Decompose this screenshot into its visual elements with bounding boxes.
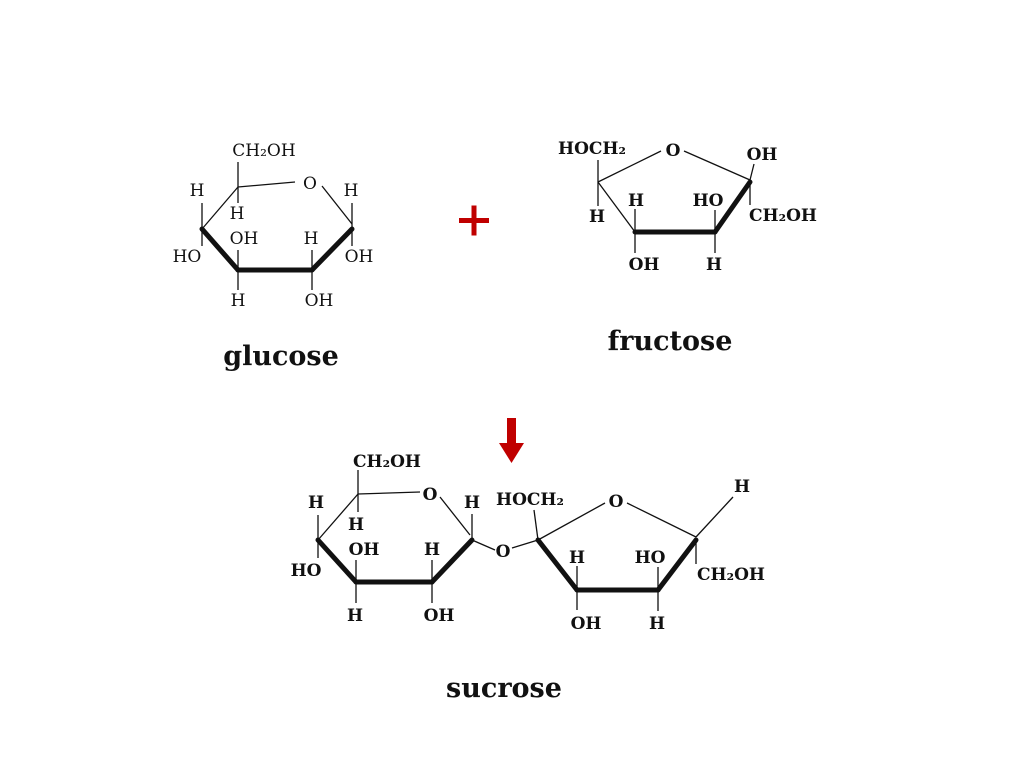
glucose-ring-oxygen-label: O: [303, 174, 317, 194]
fructose-structure: HOCH₂ O OH H H HO CH₂OH OH H fructose: [558, 139, 817, 357]
fructose-h-c3-label: H: [706, 255, 722, 275]
sucrose-glc-h-c1-label: H: [464, 493, 480, 513]
fructose-oh-c2-label: OH: [747, 145, 778, 165]
fructose-ch2oh-label: CH₂OH: [749, 206, 817, 226]
sucrose-fru-ch2oh-label: CH₂OH: [697, 565, 765, 585]
glucose-h-c3-label: H: [231, 291, 246, 311]
sucrose-fru-h-top-label: H: [734, 477, 750, 497]
fructose-bond-oh-c2: [749, 163, 755, 181]
glucose-bond-o-c1: [321, 185, 353, 225]
sucrose-fru-bond-hoch2: [533, 509, 539, 541]
fructose-bond-c5-o: [597, 150, 662, 183]
sucrose-fru-h-c3-label: H: [569, 548, 585, 568]
down-arrow-icon: [499, 418, 524, 463]
fructose-h-c5-label: H: [589, 207, 605, 227]
sucrose-fru-hoch2-label: HOCH₂: [496, 490, 564, 510]
fructose-name-label: fructose: [608, 326, 733, 357]
fructose-h-c4-label: H: [628, 191, 644, 211]
glucose-h-c1-label: H: [344, 181, 359, 201]
sucrose-structure: CH₂OH O H H H OH H HO H OH O HOCH₂ O H H…: [291, 452, 765, 704]
fructose-ring-oxygen-label: O: [666, 141, 681, 161]
fructose-bond-c3-c2: [712, 179, 753, 235]
glucose-oh-c1-label: OH: [345, 247, 374, 267]
glucose-h-c4-top-label: H: [190, 181, 205, 201]
fructose-oh-c4-label: OH: [629, 255, 660, 275]
fructose-bond-o-c2: [683, 150, 751, 181]
sucrose-glc-bond-c4-c3: [315, 537, 359, 585]
fructose-ho-c3-label: HO: [693, 191, 724, 211]
sucrose-fru-bond-c4-c5: [655, 537, 699, 593]
arrow-head: [499, 443, 524, 463]
fructose-hoch2-label: HOCH₂: [558, 139, 626, 159]
sucrose-fru-oh-c3-label: OH: [571, 614, 602, 634]
sucrose-fru-bond-c2-c3: [535, 537, 580, 593]
sucrose-bond-bridge-o-c2: [511, 539, 539, 549]
glucose-bond-c5-c4: [201, 186, 239, 230]
sucrose-glc-h-c4-top-label: H: [308, 493, 324, 513]
glucose-bond-c4-c3: [199, 226, 241, 273]
plus-sign: [459, 205, 489, 236]
sucrose-glc-ho-c4-label: HO: [291, 561, 322, 581]
sucrose-glc-h-c5-label: H: [348, 515, 364, 535]
sucrose-glc-bond-c5-c4: [317, 493, 359, 541]
fructose-bond-c5-c4: [597, 181, 636, 233]
glucose-oh-c2-label: OH: [305, 291, 334, 311]
sucrose-glc-h-c3-label: H: [347, 606, 363, 626]
sucrose-bridge-oxygen-label: O: [496, 542, 511, 562]
sucrose-fru-bond-c2-o: [537, 502, 606, 541]
sucrose-fru-bond-o-c5: [626, 502, 697, 538]
sucrose-fru-bond-h-top: [695, 496, 734, 538]
arrow-shaft: [507, 418, 516, 444]
sucrose-name-label: sucrose: [446, 673, 562, 704]
glucose-h-c5-label: H: [230, 204, 245, 224]
glucose-ho-c4-label: HO: [173, 247, 202, 267]
glucose-oh-c3-label: OH: [230, 229, 259, 249]
glucose-name-label: glucose: [223, 341, 339, 372]
sucrose-glc-bond-c5-o: [357, 491, 421, 495]
glucose-structure: CH₂OH O H H H OH H HO OH H OH glucose: [173, 141, 374, 372]
glucose-ch2oh-label: CH₂OH: [232, 141, 295, 161]
sucrose-glc-oh-c2-label: OH: [424, 606, 455, 626]
sucrose-glc-h-c2-label: H: [424, 540, 440, 560]
sucrose-fru-ring-oxygen-label: O: [609, 492, 624, 512]
sucrose-glc-ch2oh-label: CH₂OH: [353, 452, 421, 472]
sucrose-bond-c1-bridge-o: [471, 539, 496, 551]
sucrose-glc-ring-oxygen-label: O: [423, 485, 438, 505]
sucrose-fru-h-c4-label: H: [649, 614, 665, 634]
sucrose-fru-ho-c4-label: HO: [635, 548, 666, 568]
plus-vertical-bar: [471, 205, 477, 236]
glucose-h-c2-label: H: [304, 229, 319, 249]
sucrose-glc-bond-c2-c1: [429, 537, 475, 585]
sucrose-glc-bond-o-c1: [439, 496, 471, 536]
sucrose-glc-oh-c3-label: OH: [349, 540, 380, 560]
glucose-bond-c5-o: [237, 181, 296, 188]
glucose-bond-c2-c1: [309, 226, 355, 273]
